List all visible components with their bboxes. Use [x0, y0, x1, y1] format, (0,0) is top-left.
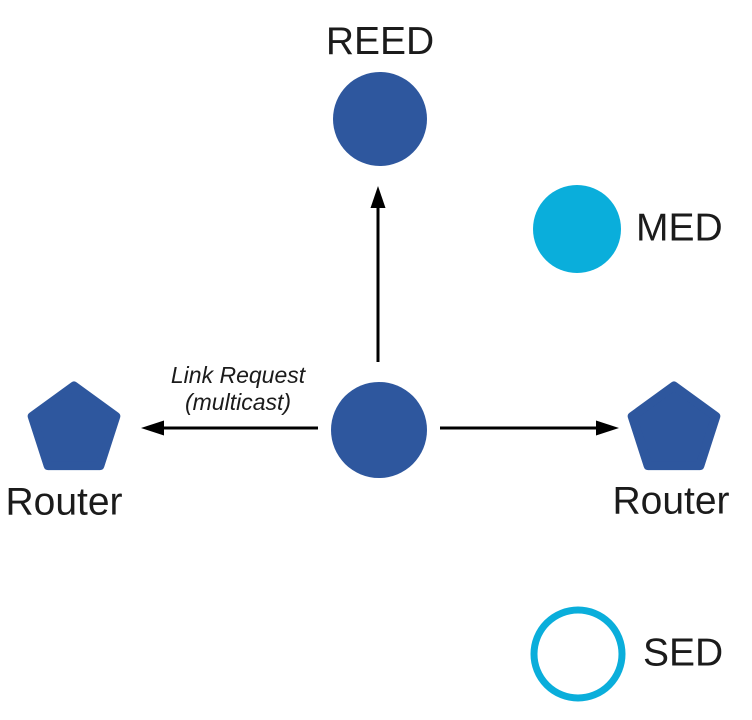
router-right-pentagon-icon — [627, 381, 721, 471]
router-left-label: Router — [5, 480, 123, 524]
sed-label: SED — [643, 631, 724, 675]
sed-node-icon — [530, 606, 626, 702]
arrowhead-up-icon — [370, 186, 386, 208]
link-request-label: Link Request (multicast) — [171, 362, 305, 416]
arrow-to-right-router — [440, 420, 619, 436]
link-request-line1: Link Request — [170, 361, 306, 388]
arrow-to-left-router — [141, 420, 318, 436]
center-node-icon — [331, 382, 427, 478]
link-request-line2: (multicast) — [184, 389, 292, 415]
reed-label: REED — [325, 20, 435, 63]
reed-node-icon — [333, 72, 427, 166]
arrowhead-left-icon — [141, 420, 164, 436]
router-left-pentagon-icon — [27, 381, 121, 471]
arrow-to-reed — [370, 186, 386, 362]
med-node-icon — [533, 185, 621, 273]
router-right-label: Router — [612, 479, 730, 523]
med-label: MED — [636, 206, 723, 250]
arrowhead-right-icon — [596, 420, 619, 436]
